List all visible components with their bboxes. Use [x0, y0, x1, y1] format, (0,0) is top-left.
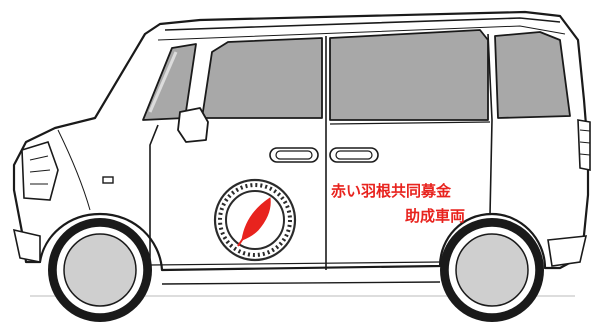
side-mirror: [177, 107, 209, 143]
rear-light: [577, 119, 591, 171]
front-wheel: [48, 218, 152, 322]
front-door-handle: [269, 147, 319, 163]
decal-text-line-1: 赤い羽根共同募金: [331, 182, 452, 200]
front-door-seam: [149, 124, 159, 262]
rear-quarter-window: [494, 31, 571, 119]
red-feather-icon: [237, 197, 271, 247]
front-door-window: [201, 37, 323, 119]
decal-text-line-2: 助成車両: [405, 207, 466, 225]
red-feather-emblem: [213, 178, 297, 262]
side-marker-light: [102, 176, 114, 184]
rear-door-window: [329, 29, 489, 121]
rear-door-handle: [329, 147, 379, 163]
rear-wheel: [440, 218, 544, 322]
rear-door-seam: [487, 33, 493, 216]
